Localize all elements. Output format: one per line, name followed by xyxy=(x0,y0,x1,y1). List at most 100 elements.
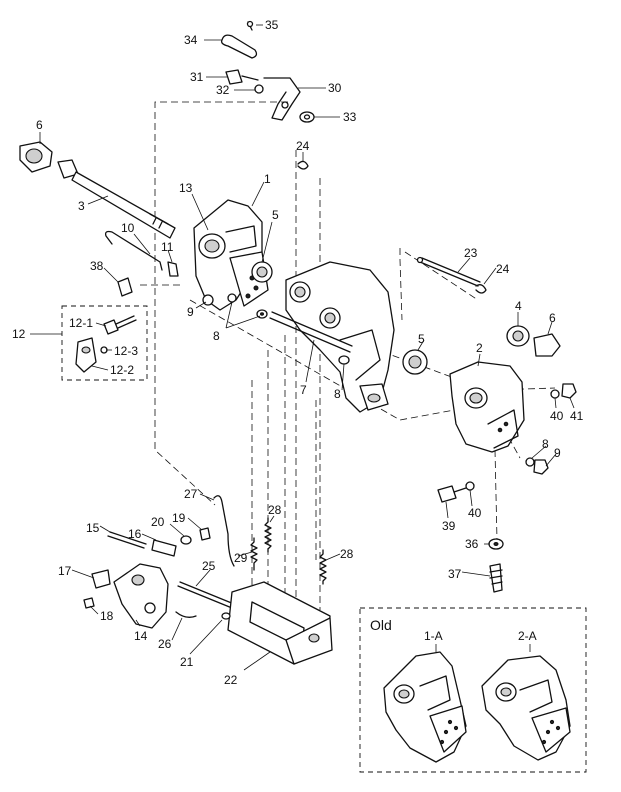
bushing-20 xyxy=(180,535,192,545)
pin-23 xyxy=(416,256,481,287)
label-13: 13 xyxy=(179,181,193,195)
bushing-16 xyxy=(151,539,177,557)
label-34: 34 xyxy=(184,33,198,47)
screw-18 xyxy=(83,597,95,609)
label-5-left: 5 xyxy=(272,208,279,222)
label-20: 20 xyxy=(151,515,165,529)
label-5-right: 5 xyxy=(418,332,425,346)
label-24-top: 24 xyxy=(296,139,310,153)
washer-9-left xyxy=(202,294,214,306)
label-19: 19 xyxy=(172,511,186,525)
label-7: 7 xyxy=(300,383,307,397)
lever-12-2 xyxy=(75,337,97,373)
label-14: 14 xyxy=(134,629,148,643)
screw-19 xyxy=(199,527,211,541)
bolt-12-1 xyxy=(103,315,137,335)
rod-27 xyxy=(213,495,235,567)
label-8-left: 8 xyxy=(213,329,220,343)
label-8-center: 8 xyxy=(334,387,341,401)
label-25: 25 xyxy=(202,559,216,573)
tilt-lever-14 xyxy=(113,563,169,629)
label-32: 32 xyxy=(216,83,230,97)
old-parts-inset: Old 1-A 2-A xyxy=(359,607,587,773)
label-37: 37 xyxy=(448,567,462,581)
label-12-1: 12-1 xyxy=(69,316,93,330)
shaft-3 xyxy=(57,159,176,239)
pin-34-35 xyxy=(220,20,258,59)
leader-lines xyxy=(30,24,575,671)
spring-28-right xyxy=(319,549,327,585)
label-18: 18 xyxy=(100,609,114,623)
pin-21 xyxy=(221,612,231,620)
label-10: 10 xyxy=(121,221,135,235)
label-12-2: 12-2 xyxy=(110,363,134,377)
spring-26 xyxy=(175,611,197,618)
bushing-4 xyxy=(506,325,530,347)
clamp-bracket-2 xyxy=(449,361,525,453)
label-35: 35 xyxy=(265,18,279,32)
old-bracket-2-A xyxy=(481,655,571,761)
label-6-right: 6 xyxy=(549,311,556,325)
nut-9-right xyxy=(533,459,549,475)
label-33: 33 xyxy=(343,110,357,124)
label-8-right: 8 xyxy=(542,437,549,451)
nut-6-left xyxy=(19,141,53,173)
label-36: 36 xyxy=(465,537,479,551)
rod-25 xyxy=(177,581,235,609)
label-17: 17 xyxy=(58,564,72,578)
pin-15 xyxy=(107,531,147,549)
washer-8-left xyxy=(227,293,268,319)
label-4: 4 xyxy=(515,299,522,313)
label-1-A: 1-A xyxy=(424,629,443,643)
label-29: 29 xyxy=(234,551,248,565)
label-23: 23 xyxy=(464,246,478,260)
label-26: 26 xyxy=(158,637,172,651)
label-40-upper: 40 xyxy=(550,409,564,423)
label-15: 15 xyxy=(86,521,100,535)
label-9-left: 9 xyxy=(187,305,194,319)
spring-29 xyxy=(250,537,258,571)
spring-28-left xyxy=(264,517,272,553)
label-6-left: 6 xyxy=(36,118,43,132)
callouts: 35 34 31 32 30 33 24 6 1 13 3 10 5 11 38… xyxy=(12,18,584,687)
bushing-5-left xyxy=(251,261,273,283)
washer-33 xyxy=(299,111,315,123)
alignment-lines xyxy=(140,101,556,612)
screw-11 xyxy=(167,261,179,277)
disc-36 xyxy=(488,538,504,550)
washer-40-upper xyxy=(550,389,560,399)
bolt-39 xyxy=(437,485,467,503)
center-housing xyxy=(285,261,395,413)
label-16: 16 xyxy=(128,527,142,541)
screw-37 xyxy=(489,563,503,593)
washer-32 xyxy=(254,84,264,94)
label-2: 2 xyxy=(476,341,483,355)
label-38: 38 xyxy=(90,259,104,273)
washer-40-lower xyxy=(465,481,475,491)
label-1: 1 xyxy=(264,172,271,186)
plate-17 xyxy=(91,569,111,589)
bracket-30 xyxy=(263,77,301,121)
old-title: Old xyxy=(370,617,392,633)
nut-41 xyxy=(561,383,577,399)
label-28-right: 28 xyxy=(340,547,354,561)
washer-8-right xyxy=(525,457,535,467)
label-12-3: 12-3 xyxy=(114,344,138,358)
label-40-lower: 40 xyxy=(468,506,482,520)
label-2-A: 2-A xyxy=(518,629,537,643)
bushing-5-right xyxy=(402,349,428,375)
label-12: 12 xyxy=(12,327,26,341)
label-11: 11 xyxy=(161,240,174,254)
plate-38 xyxy=(117,277,133,297)
cap-6-right xyxy=(533,333,561,357)
label-9-right: 9 xyxy=(554,446,561,460)
label-3: 3 xyxy=(78,199,85,213)
label-27: 27 xyxy=(184,487,198,501)
clip-24-right xyxy=(475,284,487,294)
label-41: 41 xyxy=(570,409,584,423)
tube-7 xyxy=(269,311,353,353)
label-30: 30 xyxy=(328,81,342,95)
label-24-right: 24 xyxy=(496,262,510,276)
label-28-left: 28 xyxy=(268,503,282,517)
bolt-31 xyxy=(225,69,259,85)
